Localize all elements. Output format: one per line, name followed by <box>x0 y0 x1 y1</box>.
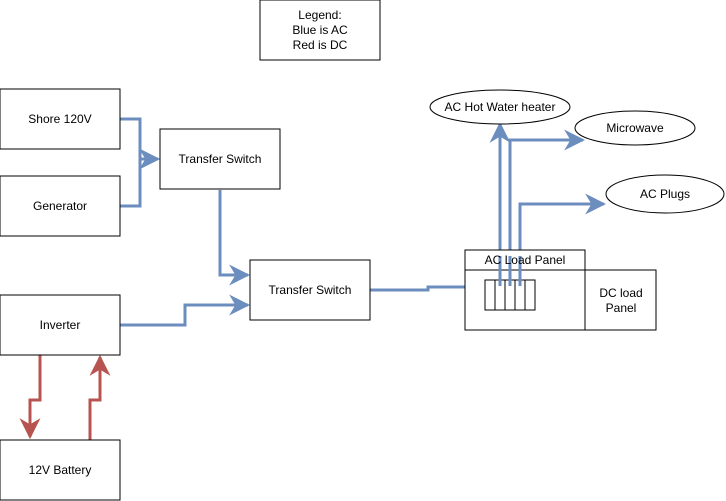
shore-120v-label: Shore 120V <box>28 112 91 126</box>
inverter-to-battery-connector <box>19 355 42 440</box>
hot-water-heater-node: AC Hot Water heater <box>429 89 571 125</box>
generator-label: Generator <box>33 199 87 213</box>
transfer2-to-panel-connector <box>370 276 486 298</box>
generator-to-transfer-connector <box>120 148 161 208</box>
transfer-switch-2-node: Transfer Switch <box>249 259 371 321</box>
inverter-node: Inverter <box>0 294 121 356</box>
transfer1-to-transfer2-connector <box>218 190 251 286</box>
inverter-label: Inverter <box>40 318 81 332</box>
breaker-slot <box>524 279 536 311</box>
load-panel-group: DC load Panel <box>464 249 657 331</box>
breaker-slots <box>484 279 536 311</box>
legend: Legend: Blue is AC Red is DC <box>259 0 381 61</box>
transfer-switch-2-label: Transfer Switch <box>269 283 352 297</box>
microwave-label: Microwave <box>606 121 664 135</box>
breaker-slot <box>484 279 496 311</box>
battery-node: 12V Battery <box>0 439 121 501</box>
dc-load-panel <box>584 269 657 331</box>
battery-label: 12V Battery <box>29 463 92 477</box>
legend-box <box>259 0 381 61</box>
transfer-switch-1-node: Transfer Switch <box>159 128 281 190</box>
ac-plugs-node: AC Plugs <box>605 174 725 214</box>
dc-connectors <box>19 354 111 440</box>
ac-plugs-label: AC Plugs <box>640 187 690 201</box>
dc-load-panel-label-1: DC load <box>599 286 642 300</box>
shore-to-transfer-connector <box>120 117 161 170</box>
shore-120v-node: Shore 120V <box>0 88 121 150</box>
dc-load-panel-label-2: Panel <box>606 301 637 315</box>
ac-load-panel-label: AC Load Panel <box>485 253 566 267</box>
legend-title: Legend: <box>298 8 341 22</box>
transfer-switch-1-label: Transfer Switch <box>179 152 262 166</box>
hot-water-heater-label: AC Hot Water heater <box>445 100 556 114</box>
microwave-node: Microwave <box>574 110 696 146</box>
generator-node: Generator <box>0 175 121 237</box>
battery-to-inverter-connector <box>88 354 111 440</box>
legend-dc: Red is DC <box>293 38 348 52</box>
inverter-to-transfer2-connector <box>120 294 251 327</box>
panel-to-microwave-connector <box>508 129 586 286</box>
legend-ac: Blue is AC <box>292 23 348 37</box>
